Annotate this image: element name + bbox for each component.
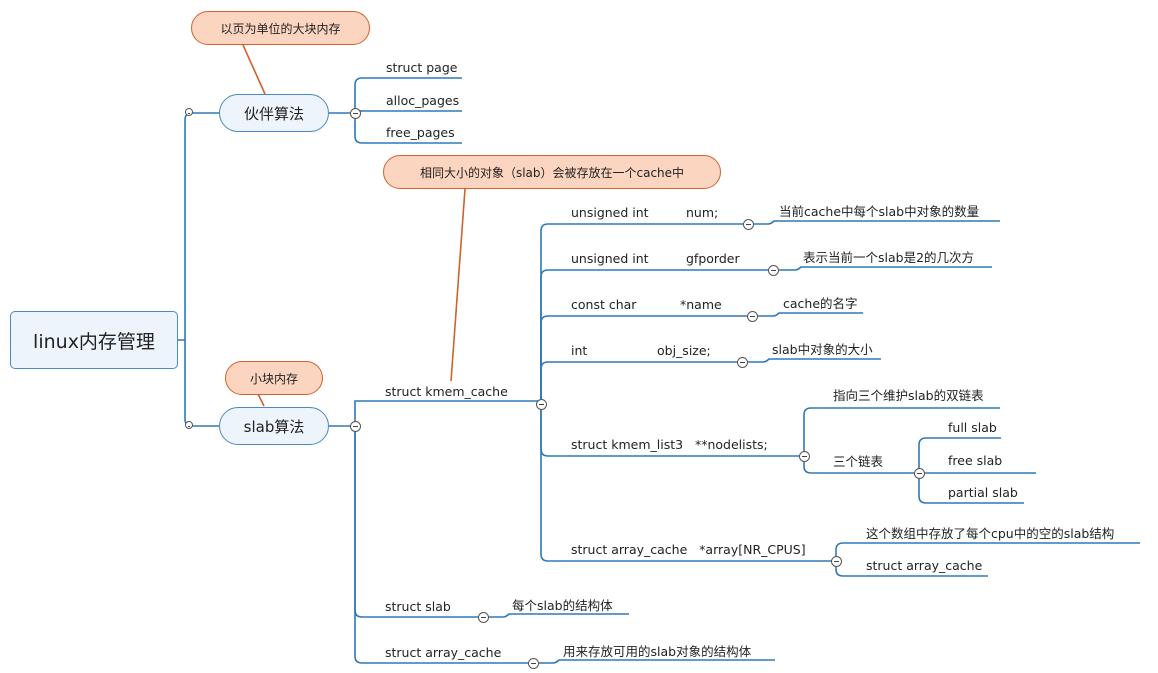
kmem-cache-callout: 相同大小的对象（slab）会被存放在一个cache中 (383, 155, 721, 189)
alloc-pages-item[interactable]: alloc_pages (386, 93, 460, 108)
collapse-toggle-icon[interactable] (536, 399, 547, 410)
field-array[interactable]: struct array_cache *array[NR_CPUS] (571, 542, 806, 557)
three-lists-label[interactable]: 三个链表 (833, 454, 884, 469)
array-sub-item[interactable]: struct array_cache (866, 558, 983, 573)
field-name-type[interactable]: const char (571, 297, 637, 312)
array-desc: 这个数组中存放了每个cpu中的空的slab结构 (866, 526, 1115, 541)
collapse-toggle-icon[interactable] (914, 468, 925, 479)
collapse-toggle-icon[interactable] (831, 556, 842, 567)
kmem-cache-item[interactable]: struct kmem_cache (385, 384, 508, 399)
field-num-type[interactable]: unsigned int (571, 205, 649, 220)
full-slab-item[interactable]: full slab (948, 420, 997, 435)
field-name-name[interactable]: *name (680, 297, 722, 312)
struct-page-item[interactable]: struct page (386, 60, 458, 75)
struct-array-cache-desc: 用来存放可用的slab对象的结构体 (563, 644, 752, 659)
nodelists-desc: 指向三个维护slab的双链表 (833, 388, 984, 403)
struct-slab-item[interactable]: struct slab (385, 599, 451, 614)
collapse-toggle-icon[interactable] (350, 108, 361, 119)
collapse-toggle-icon[interactable] (528, 658, 539, 669)
field-gfporder-type[interactable]: unsigned int (571, 251, 649, 266)
collapse-toggle-icon[interactable] (737, 357, 748, 368)
root-topic[interactable]: linux内存管理 (10, 311, 178, 369)
field-nodelists[interactable]: struct kmem_list3 **nodelists; (571, 437, 768, 452)
struct-slab-desc: 每个slab的结构体 (512, 598, 613, 613)
struct-array-cache-item[interactable]: struct array_cache (385, 645, 502, 660)
field-objsize-name[interactable]: obj_size; (657, 343, 711, 358)
connector-dot (185, 421, 193, 429)
collapse-toggle-icon[interactable] (747, 311, 758, 322)
field-objsize-type[interactable]: int (571, 343, 588, 358)
buddy-algorithm-topic[interactable]: 伙伴算法 (219, 94, 329, 132)
collapse-toggle-icon[interactable] (743, 219, 754, 230)
connector-dot (185, 108, 193, 116)
partial-slab-item[interactable]: partial slab (948, 485, 1018, 500)
field-objsize-desc: slab中对象的大小 (772, 342, 873, 357)
buddy-callout: 以页为单位的大块内存 (191, 11, 370, 45)
field-gfporder-desc: 表示当前一个slab是2的几次方 (803, 250, 975, 265)
collapse-toggle-icon[interactable] (768, 265, 779, 276)
free-slab-item[interactable]: free slab (948, 453, 1003, 468)
field-gfporder-name[interactable]: gfporder (686, 251, 740, 266)
collapse-toggle-icon[interactable] (799, 451, 810, 462)
slab-algorithm-topic[interactable]: slab算法 (219, 407, 329, 445)
field-num-name[interactable]: num; (686, 205, 719, 220)
field-num-desc: 当前cache中每个slab中对象的数量 (779, 204, 980, 219)
slab-callout: 小块内存 (225, 361, 323, 395)
collapse-toggle-icon[interactable] (478, 612, 489, 623)
field-name-desc: cache的名字 (783, 296, 858, 311)
free-pages-item[interactable]: free_pages (386, 125, 455, 140)
collapse-toggle-icon[interactable] (350, 421, 361, 432)
